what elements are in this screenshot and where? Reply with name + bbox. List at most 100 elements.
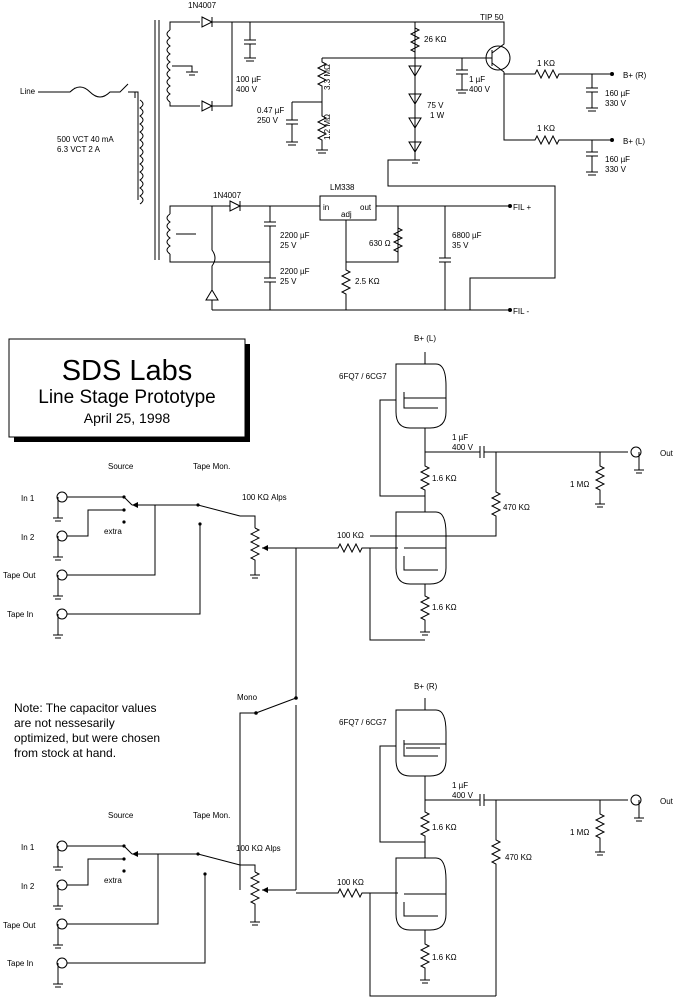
hv-ground xyxy=(186,71,198,76)
ch-l-in1-jack[interactable] xyxy=(53,491,68,522)
r-1k-r-label: 1 KΩ xyxy=(537,59,555,68)
cap-100uf-label-1: 100 µF xyxy=(236,75,261,84)
lm338-regulator xyxy=(319,195,377,221)
ch-r-in2-jack[interactable] xyxy=(53,879,68,910)
cap-1uf-label-1: 1 µF xyxy=(469,75,485,84)
ch-l-cap-label-2: 400 V xyxy=(452,443,474,452)
lm338-adj-network xyxy=(345,205,510,263)
cap-160r-label-2: 330 V xyxy=(605,99,627,108)
lm338-label: LM338 xyxy=(330,183,355,192)
ch-l-tube-top xyxy=(395,363,447,429)
title-box xyxy=(8,338,246,438)
ch-l-tapein-jack[interactable] xyxy=(53,608,68,639)
divider-ground xyxy=(316,149,328,154)
ch-r-in2-label: In 2 xyxy=(21,882,35,891)
line-label: Line xyxy=(20,87,36,96)
ch-r-tube-wiring xyxy=(419,698,480,984)
ch-l-tube-top-elements xyxy=(403,392,446,409)
cap-2200a-label-2: 25 V xyxy=(280,241,297,250)
bplus-l-terminal xyxy=(610,138,614,142)
cap-1uf-label-2: 400 V xyxy=(469,85,491,94)
cap-2200b-label-1: 2200 µF xyxy=(280,267,310,276)
zener-label-2: 1 W xyxy=(430,111,445,120)
ch-l-out-jack[interactable] xyxy=(630,446,644,474)
note-line-1: Note: The capacitor values xyxy=(14,701,157,715)
fil-plus-label: FIL + xyxy=(513,203,531,212)
ch-r-output-coupling xyxy=(479,794,628,880)
cap-2200uf-pair xyxy=(212,206,276,310)
ch-r-pot[interactable] xyxy=(249,871,296,926)
cap-160uf-l xyxy=(586,140,598,176)
zener-label-1: 75 V xyxy=(427,101,444,110)
ch-l-tm-c1 xyxy=(196,503,200,507)
cap-100uf-label-2: 400 V xyxy=(236,85,258,94)
ch-r-tube-top xyxy=(395,709,447,777)
mono-contact-b xyxy=(254,711,258,715)
hv-secondary-wires xyxy=(169,21,200,107)
ch-l-in2-label: In 2 xyxy=(21,533,35,542)
ch-r-tube-top-elements xyxy=(403,740,446,757)
tip50-label: TIP 50 xyxy=(480,13,504,22)
ch-r-pot-wiper xyxy=(262,887,268,893)
ch-l-tm-c2 xyxy=(198,522,202,526)
ch-r-out-jack[interactable] xyxy=(630,794,644,822)
ch-l-r100k xyxy=(296,542,398,554)
ch-l-extra-label: extra xyxy=(104,527,122,536)
ch-r-tapein-jack[interactable] xyxy=(53,957,68,988)
ch-l-tapeout-jack[interactable] xyxy=(53,569,68,600)
channel-left: Source Tape Mon. 100 KΩ Alps In 1 In 2 e… xyxy=(3,334,674,641)
fil-plus-terminal xyxy=(508,204,512,208)
cap-047uf xyxy=(286,101,322,146)
ch-l-src-c3 xyxy=(122,520,126,524)
ch-r-source-switch[interactable] xyxy=(67,845,159,925)
r-2k5 xyxy=(340,262,352,310)
mono-switch: Mono xyxy=(237,548,298,890)
note-block: Note: The capacitor values are not nesse… xyxy=(14,701,160,760)
ch-l-tube-label: 6FQ7 / 6CG7 xyxy=(339,372,387,381)
primary-coil xyxy=(139,99,144,205)
xfmr-label-1: 500 VCT 40 mA xyxy=(57,135,114,144)
cap-100uf xyxy=(244,22,256,62)
fil-bridge xyxy=(205,205,320,310)
bplus-l-rail xyxy=(503,72,610,146)
ch-l-src-arrow xyxy=(132,502,138,508)
mono-switch-wires xyxy=(239,548,297,890)
ch-l-tapemon-switch[interactable] xyxy=(67,504,256,615)
ch-r-out-label: Out xyxy=(660,797,674,806)
cap-6800uf xyxy=(439,206,451,310)
ch-r-r100k-label: 100 KΩ xyxy=(337,878,364,887)
ch-r-r16k-top-label: 1.6 KΩ xyxy=(432,823,457,832)
ch-l-tube-wiring xyxy=(419,352,480,636)
ch-l-r1m-label: 1 MΩ xyxy=(570,480,589,489)
ch-r-tapemon-switch[interactable] xyxy=(67,853,256,964)
ch-l-pot[interactable] xyxy=(249,527,296,579)
ch-r-in1-jack[interactable] xyxy=(53,840,68,871)
cap-6800-label-1: 6800 µF xyxy=(452,231,482,240)
cap-2200a-label-1: 2200 µF xyxy=(280,231,310,240)
fil-minus-label: FIL - xyxy=(513,307,529,316)
ch-l-in2-jack[interactable] xyxy=(53,530,68,561)
ch-l-src-c1 xyxy=(122,495,126,499)
diode-label-a: 1N4007 xyxy=(188,1,217,10)
ch-r-tapeout-jack[interactable] xyxy=(53,918,68,949)
bplus-l-label: B+ (L) xyxy=(623,137,645,146)
tip50-leads xyxy=(415,21,505,73)
ch-r-tm-c2 xyxy=(203,872,207,876)
cap-047uf-label-2: 250 V xyxy=(257,116,279,125)
ch-r-source-label: Source xyxy=(108,811,134,820)
ch-l-r1m xyxy=(594,452,606,508)
title-line-3: April 25, 1998 xyxy=(84,410,171,426)
note-line-2: are not nessesarily xyxy=(14,716,115,730)
diode-1n4007-b xyxy=(201,100,214,112)
ch-r-r1m-label: 1 MΩ xyxy=(570,828,589,837)
ch-r-r100k xyxy=(296,887,398,899)
note-line-3: optimized, but were chosen xyxy=(14,731,160,745)
cap-160r-label-1: 160 µF xyxy=(605,89,630,98)
ch-l-source-switch[interactable] xyxy=(67,496,156,576)
note-line-4: from stock at hand. xyxy=(14,746,116,760)
ch-l-tapein-label: Tape In xyxy=(7,610,33,619)
r-630-label: 630 Ω xyxy=(369,239,391,248)
bplus-r-terminal xyxy=(610,72,614,76)
